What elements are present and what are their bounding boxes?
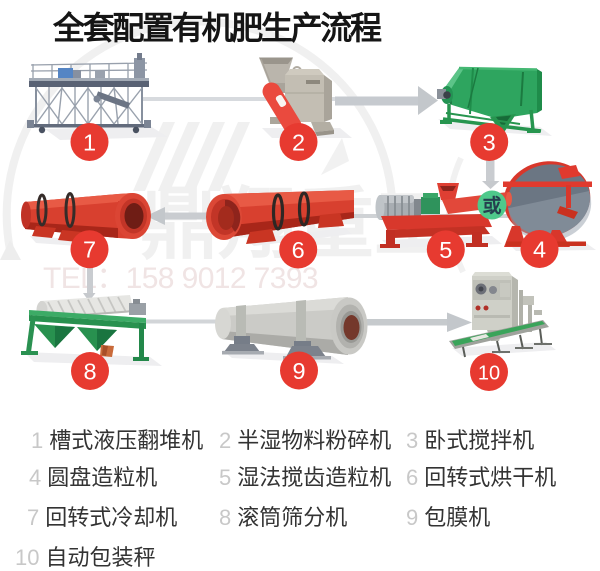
svg-text:6: 6 (292, 237, 305, 263)
svg-text:5: 5 (439, 237, 452, 263)
svg-text:9: 9 (292, 358, 305, 384)
svg-text:7: 7 (83, 237, 96, 263)
svg-text:4: 4 (533, 237, 546, 263)
svg-text:1: 1 (83, 130, 96, 156)
svg-text:8: 8 (83, 359, 96, 385)
svg-text:10: 10 (478, 363, 500, 385)
svg-text:或: 或 (482, 194, 501, 217)
svg-text:3: 3 (483, 130, 496, 156)
svg-text:2: 2 (292, 130, 305, 156)
